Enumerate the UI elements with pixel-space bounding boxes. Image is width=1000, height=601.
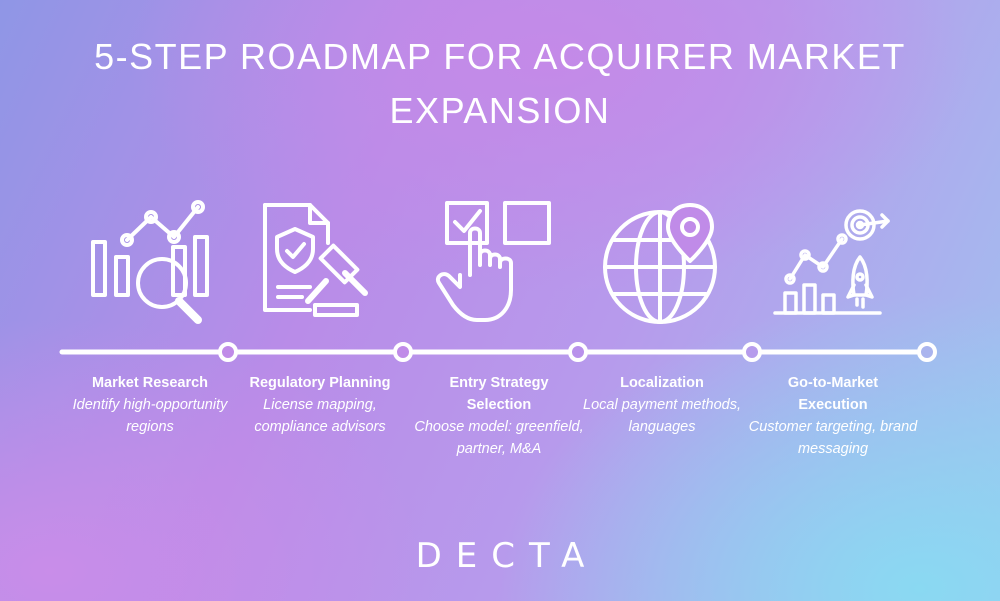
timeline-node [917, 342, 937, 362]
brand-logo: DECTA [415, 536, 599, 576]
step-market-research: Market Research Identify high-opportunit… [65, 372, 235, 438]
chart-magnifier-icon [75, 195, 225, 335]
step-title: Regulatory Planning [249, 375, 391, 391]
step-localization: Localization Local payment methods, lang… [577, 372, 747, 438]
step-description: Identify high-opportunity regions [72, 397, 228, 435]
step-go-to-market: Go-to-Market Execution Customer targetin… [748, 372, 918, 460]
step-title: Entry Strategy Selection [449, 375, 549, 413]
rocket-target-icon [760, 195, 910, 335]
timeline-node [742, 342, 762, 362]
step-title: Market Research [91, 375, 209, 391]
timeline [59, 342, 937, 362]
step-description: License mapping, compliance advisors [254, 397, 386, 435]
step-title: Go-to-Market Execution [787, 375, 879, 413]
step-entry-strategy: Entry Strategy Selection Choose model: g… [414, 372, 584, 460]
step-description: Local payment methods, languages [583, 397, 741, 435]
step-description: Customer targeting, brand messaging [748, 419, 918, 457]
timeline-node [393, 342, 413, 362]
timeline-node [568, 342, 588, 362]
page-title: 5-STEP ROADMAP FOR ACQUIRER MARKET EXPAN… [94, 36, 906, 131]
step-title: Localization [620, 375, 704, 391]
step-icons [0, 195, 1000, 335]
globe-pin-icon [590, 195, 740, 335]
checkbox-hand-icon [425, 195, 575, 335]
step-regulatory-planning: Regulatory Planning License mapping, com… [235, 372, 405, 438]
document-gavel-icon [240, 195, 390, 335]
timeline-node [218, 342, 238, 362]
step-description: Choose model: greenfield, partner, M&A [414, 419, 584, 457]
